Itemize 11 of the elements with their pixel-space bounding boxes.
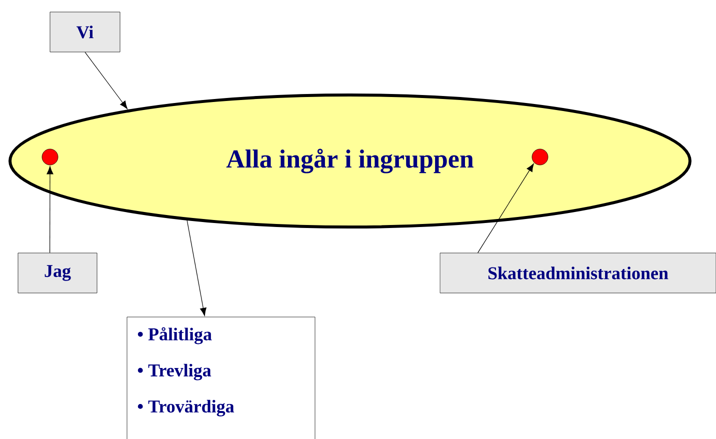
point-marker xyxy=(532,148,548,166)
arrow xyxy=(478,164,534,254)
list-box xyxy=(126,316,316,439)
bullet-list: • Pålitliga • Trevliga • Trovärdiga xyxy=(138,327,234,416)
arrow xyxy=(84,52,128,110)
arrow xyxy=(186,220,206,316)
label-box: Skatteadministrationen xyxy=(440,252,716,294)
label-box: Jag xyxy=(18,252,98,294)
point-marker xyxy=(42,148,58,166)
arrow xyxy=(46,166,54,254)
label-box: Vi xyxy=(50,12,120,52)
